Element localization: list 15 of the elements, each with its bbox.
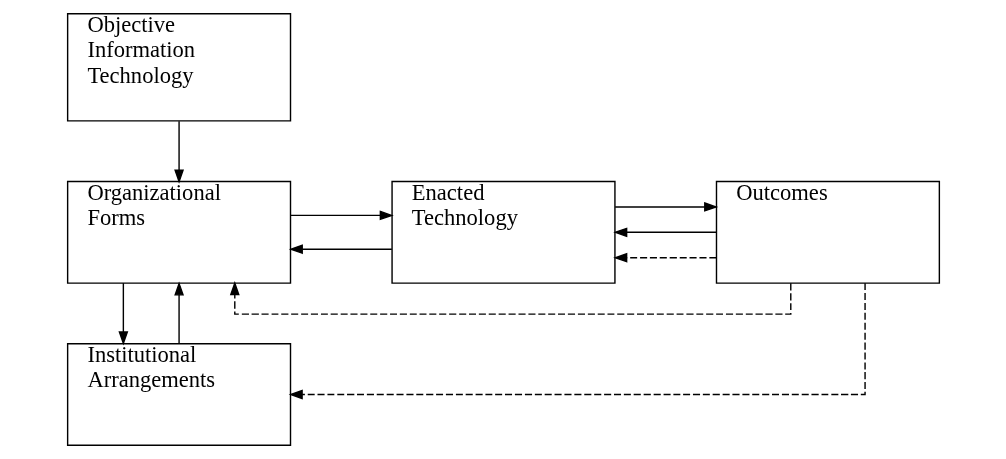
node-box: Organizational Forms <box>66 180 291 284</box>
arrow <box>173 281 184 345</box>
arrow <box>289 210 394 221</box>
arrow <box>288 244 393 255</box>
arrow <box>117 282 128 346</box>
node-box: Institutional Arrangements <box>66 343 291 446</box>
node-box: Enacted Technology <box>390 180 616 284</box>
arrow <box>173 120 184 184</box>
arrow <box>612 252 717 263</box>
node-box: Outcomes <box>715 180 940 284</box>
arrow <box>613 202 718 212</box>
arrow <box>612 227 717 238</box>
arrow <box>288 282 866 400</box>
node-box: Objective Information Technology <box>66 13 291 122</box>
arrow <box>229 281 791 315</box>
